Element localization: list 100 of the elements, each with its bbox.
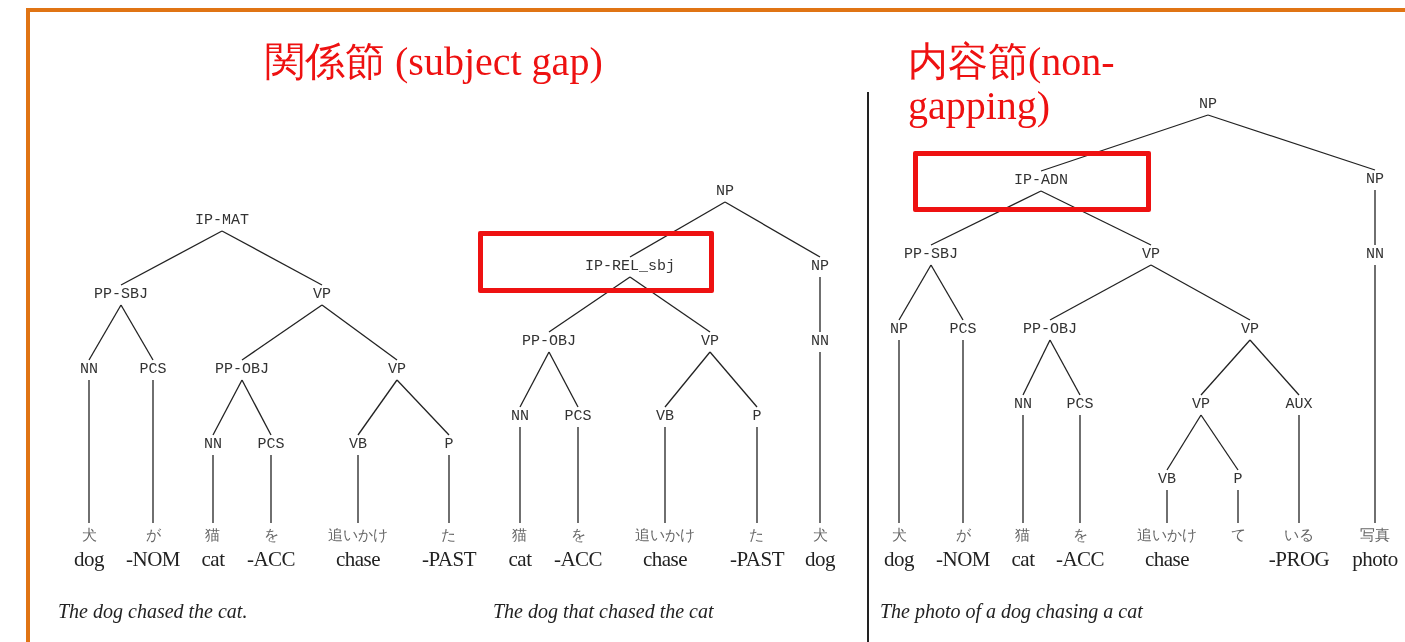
gloss-word: -NOM <box>936 546 990 572</box>
gloss-word: -PAST <box>422 546 476 572</box>
tree-branch <box>120 230 223 286</box>
tree-label: PCS <box>949 321 977 339</box>
tree-label: NP <box>1366 171 1384 189</box>
gloss-word: -PROG <box>1268 546 1330 572</box>
tree-branch <box>1022 414 1024 524</box>
gloss-word: -ACC <box>246 546 296 572</box>
gloss-word: -PAST <box>730 546 784 572</box>
tree-label: NP <box>811 258 829 276</box>
tree-branch <box>548 276 631 333</box>
japanese-word: 追いかけ <box>1137 525 1197 546</box>
tree-label: IP-MAT <box>195 212 249 230</box>
tree-branch <box>930 264 964 321</box>
gloss-word: -ACC <box>1055 546 1105 572</box>
tree-branch <box>321 304 398 361</box>
tree-label: PCS <box>257 436 285 454</box>
tree-branch <box>212 454 214 524</box>
tree-branch <box>577 426 579 524</box>
tree-branch <box>241 379 272 436</box>
tree-branch <box>664 351 711 408</box>
tree-branch <box>1049 339 1081 396</box>
tree-label: IP-REL_sbj <box>585 258 675 276</box>
tree-label: NN <box>80 361 98 379</box>
tree-label: VB <box>656 408 674 426</box>
tree-label: AUX <box>1285 396 1313 414</box>
tree-branch <box>1040 190 1152 246</box>
tree-label: PP-OBJ <box>1023 321 1077 339</box>
tree-branch <box>152 379 154 524</box>
tree-branch <box>1374 189 1376 246</box>
tree-branch <box>357 379 398 436</box>
tree-branch <box>448 454 450 524</box>
tree-branch <box>819 351 821 524</box>
gloss-word: dog <box>805 546 835 572</box>
gloss-word: chase <box>642 546 688 572</box>
tree-branch <box>1200 339 1251 396</box>
tree-branch <box>1166 489 1168 524</box>
example-caption: The dog chased the cat. <box>58 600 248 623</box>
tree-branch <box>1166 414 1202 471</box>
tree-label: IP-ADN <box>1014 172 1068 190</box>
tree-branch <box>629 276 711 333</box>
tree-branch <box>1374 264 1376 524</box>
tree-branch <box>212 379 243 436</box>
tree-branch <box>270 454 272 524</box>
example-caption: The photo of a dog chasing a cat <box>880 600 1143 623</box>
japanese-word: 犬 <box>81 525 97 546</box>
tree-label: P <box>444 436 454 454</box>
japanese-word: が <box>145 525 161 546</box>
tree-branch <box>120 304 154 361</box>
tree-branch <box>548 351 579 408</box>
tree-branch <box>88 304 122 361</box>
tree-label: NN <box>511 408 529 426</box>
tree-label: PCS <box>564 408 592 426</box>
japanese-word: 写真 <box>1360 525 1390 546</box>
tree-branch <box>1049 264 1152 321</box>
tree-branch <box>519 426 521 524</box>
japanese-word: を <box>570 525 586 546</box>
tree-branch <box>724 201 821 258</box>
tree-branch <box>930 190 1042 246</box>
tree-branch <box>819 276 821 333</box>
tree-label: P <box>1233 471 1243 489</box>
tree-branch <box>898 264 932 321</box>
gloss-word: cat <box>508 546 532 572</box>
tree-branch <box>664 426 666 524</box>
tree-branch <box>1298 414 1300 524</box>
tree-branch <box>88 379 90 524</box>
tree-label: VP <box>1192 396 1210 414</box>
highlight-box <box>913 151 1151 212</box>
tree-label: NP <box>716 183 734 201</box>
gloss-word: chase <box>1144 546 1190 572</box>
japanese-word: 犬 <box>891 525 907 546</box>
japanese-word: を <box>1072 525 1088 546</box>
tree-label: PCS <box>1066 396 1094 414</box>
tree-branch <box>1237 489 1239 524</box>
tree-label: PP-OBJ <box>215 361 269 379</box>
tree-label: VP <box>1241 321 1259 339</box>
tree-branch <box>1079 414 1081 524</box>
tree-branch <box>1207 114 1376 171</box>
tree-label: P <box>752 408 762 426</box>
japanese-word: が <box>955 525 971 546</box>
tree-branch <box>357 454 359 524</box>
tree-label: VP <box>313 286 331 304</box>
japanese-word: 猫 <box>205 525 221 546</box>
tree-branch <box>962 339 964 524</box>
japanese-word: た <box>749 525 765 546</box>
tree-label: VP <box>1142 246 1160 264</box>
tree-branch <box>709 351 758 408</box>
japanese-word: て <box>1230 525 1246 546</box>
gloss-word: dog <box>74 546 104 572</box>
japanese-word: た <box>441 525 457 546</box>
tree-label: PP-OBJ <box>522 333 576 351</box>
tree-branch <box>756 426 758 524</box>
section-title: 関係節 (subject gap) <box>265 40 604 84</box>
tree-label: NP <box>890 321 908 339</box>
tree-branch <box>898 339 900 524</box>
gloss-word: dog <box>884 546 914 572</box>
tree-branch <box>396 379 450 436</box>
tree-branch <box>1249 339 1300 396</box>
tree-label: NN <box>204 436 222 454</box>
tree-branch <box>221 230 323 286</box>
